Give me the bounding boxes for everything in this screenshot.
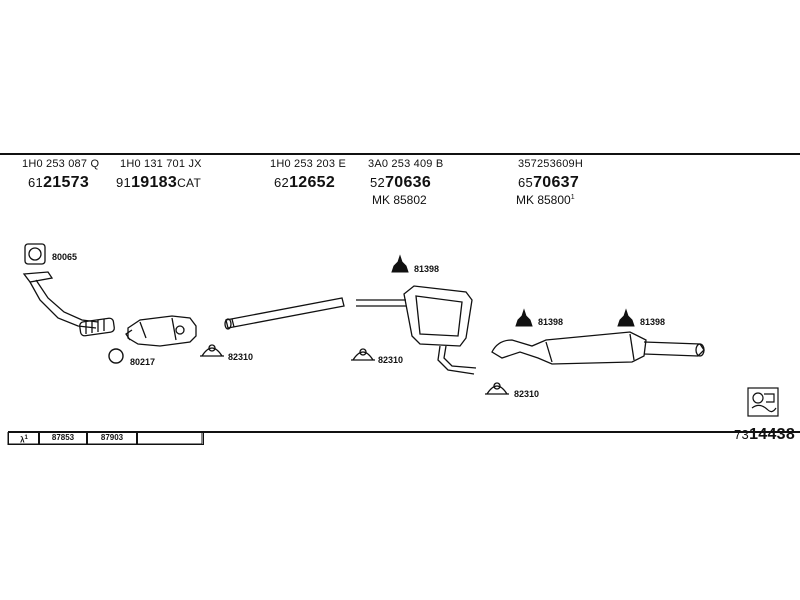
part-number-3: 6212652 <box>274 174 335 192</box>
label-clamp-a: 82310 <box>228 352 254 362</box>
mk-number-text: MK 85800 <box>516 193 571 207</box>
lambda-symbol: λ <box>20 435 25 445</box>
kit-number-main: 14438 <box>749 426 796 443</box>
part-number-1: 6121573 <box>28 174 89 192</box>
part-number-main: 21573 <box>43 174 90 191</box>
part-number-main: 19183 <box>131 174 178 191</box>
oem-number-5: 357253609H <box>518 158 584 170</box>
hanger-mid-icon <box>391 254 409 273</box>
part-number-4: 5270636 <box>370 174 431 192</box>
clamp-a-icon <box>200 344 224 357</box>
lambda-sup: 1 <box>24 435 28 441</box>
mk-number-5: MK 858001 <box>516 193 575 207</box>
mk-number-4: MK 85802 <box>372 193 427 207</box>
part-number-main: 12652 <box>289 174 336 191</box>
part-number-main: 70636 <box>385 174 432 191</box>
clamp-b-icon <box>351 348 375 361</box>
catalytic-converter-icon <box>125 315 197 347</box>
label-hanger-mid: 81398 <box>414 264 440 274</box>
hanger-right2-icon <box>617 308 635 327</box>
ring-gasket-icon <box>108 348 124 364</box>
part-number-suffix: CAT <box>177 176 202 190</box>
label-ring-small: 80217 <box>130 357 156 367</box>
clamp-c-icon <box>485 382 509 395</box>
kit-number-prefix: 73 <box>734 427 750 442</box>
label-hanger-r2: 81398 <box>640 317 666 327</box>
front-pipe-icon <box>22 271 115 337</box>
sensor-cell-1: 87853 <box>38 432 88 445</box>
part-number-prefix: 52 <box>370 175 386 190</box>
oem-number-3: 1H0 253 203 E <box>270 158 346 170</box>
label-hanger-r1: 81398 <box>538 317 564 327</box>
label-clamp-b: 82310 <box>378 355 404 365</box>
kit-box-icon <box>747 387 779 417</box>
oem-number-4: 3A0 253 409 B <box>368 158 444 170</box>
part-number-prefix: 61 <box>28 175 44 190</box>
part-number-2: 9119183CAT <box>116 174 201 192</box>
oem-number-1: 1H0 253 087 Q <box>22 158 100 170</box>
label-gasket-top: 80065 <box>52 252 78 262</box>
part-number-prefix: 91 <box>116 175 132 190</box>
part-number-main: 70637 <box>533 174 580 191</box>
label-clamp-c: 82310 <box>514 389 540 399</box>
lambda-cell: λ1 <box>8 432 40 445</box>
middle-silencer-icon <box>356 285 477 375</box>
gasket-flange-icon <box>24 243 46 265</box>
kit-number: 7314438 <box>734 426 795 444</box>
middle-pipe-icon <box>224 297 345 330</box>
sensor-cell-empty <box>136 432 204 445</box>
part-number-prefix: 62 <box>274 175 290 190</box>
oem-number-2: 1H0 131 701 JX <box>120 158 202 170</box>
hanger-right1-icon <box>515 308 533 327</box>
mk-number-sup: 1 <box>570 194 575 201</box>
part-number-5: 6570637 <box>518 174 579 192</box>
part-number-prefix: 65 <box>518 175 534 190</box>
rear-silencer-icon <box>491 331 705 365</box>
sensor-cell-2: 87903 <box>86 432 138 445</box>
